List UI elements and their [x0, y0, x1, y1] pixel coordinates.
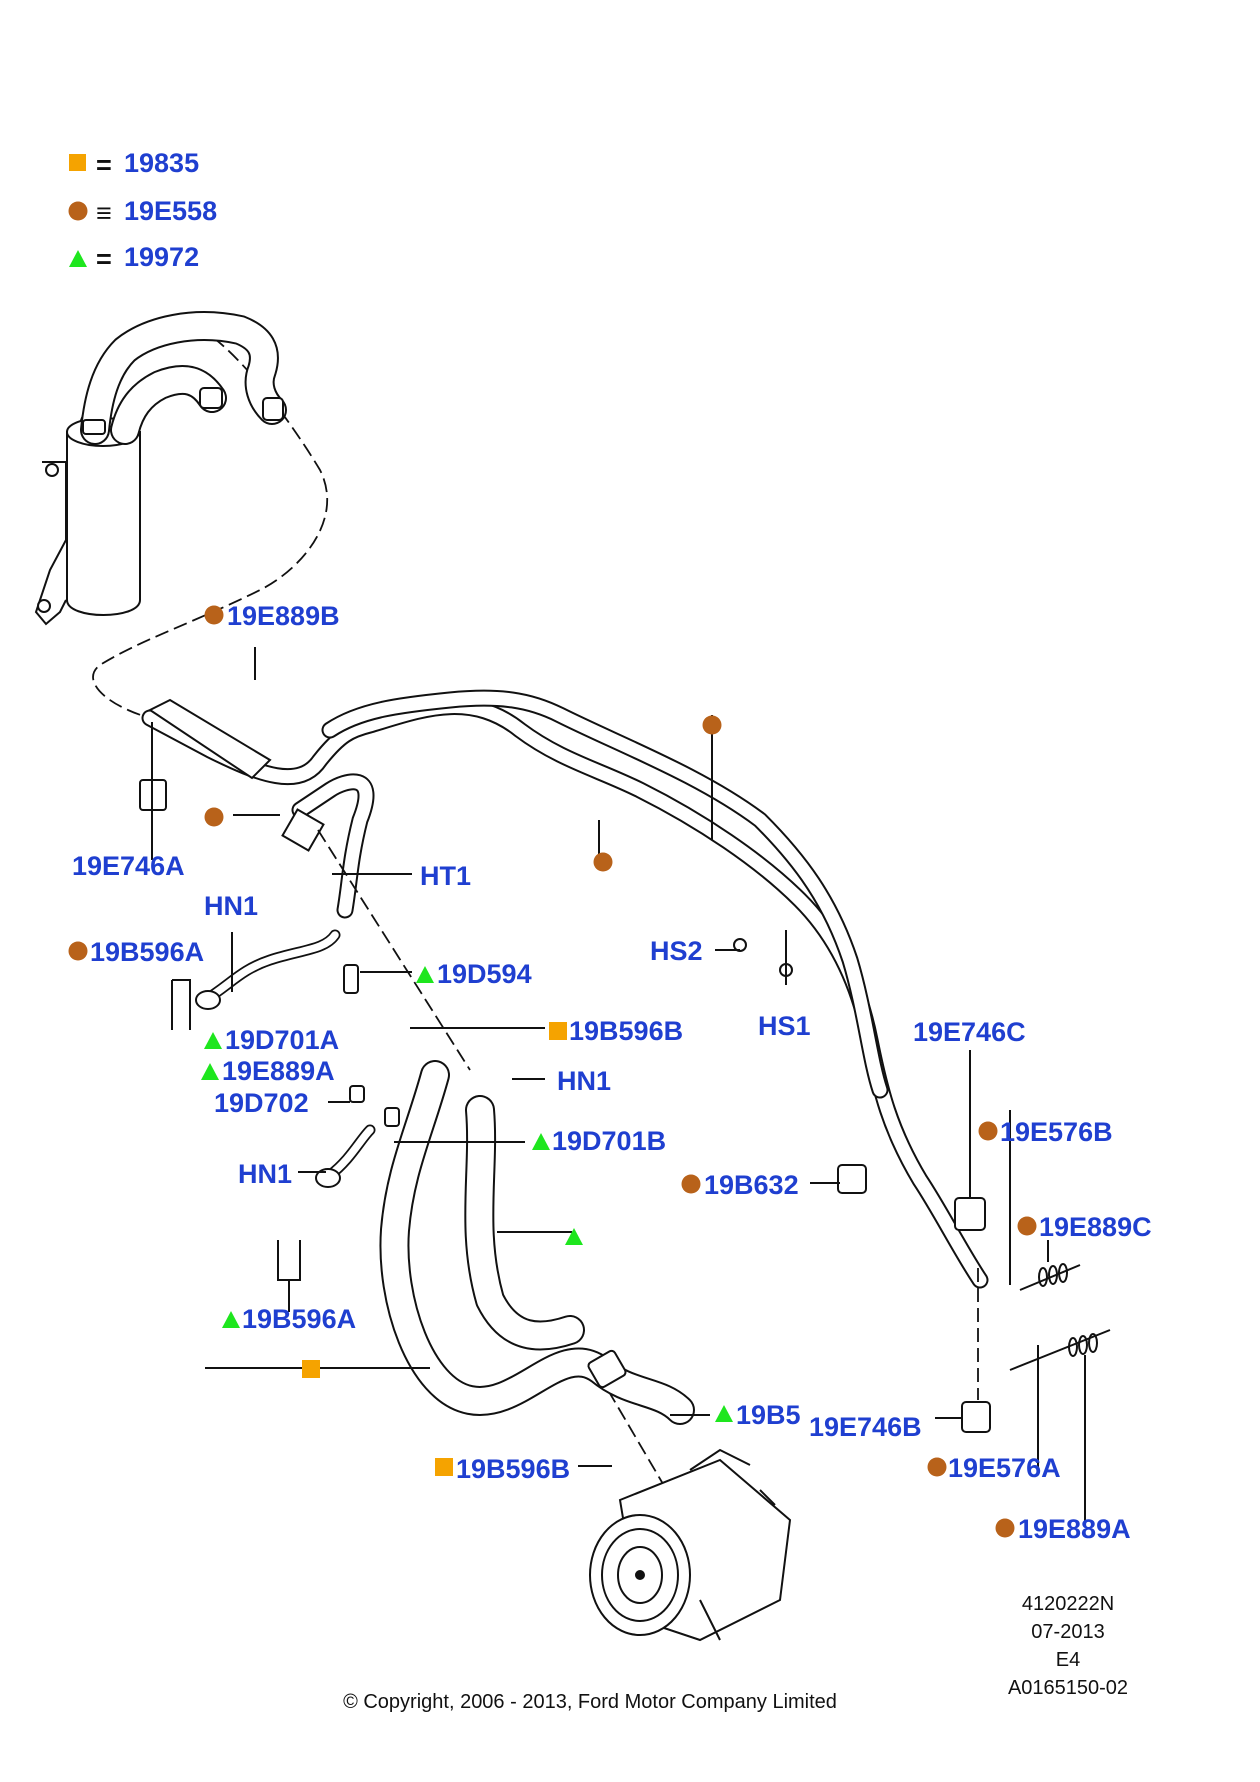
brown-circle-icon: [978, 1121, 998, 1141]
suction-line: [141, 698, 989, 1289]
label-19D701B: 19D701B: [552, 1126, 666, 1156]
legend-row-square: = 19835: [69, 148, 199, 180]
label-19E746C: 19E746C: [913, 1017, 1026, 1047]
label-HS1: HS1: [758, 1011, 811, 1041]
illustration-id: A0165150-02: [1008, 1677, 1128, 1699]
green-triangle-icon: [222, 1311, 240, 1328]
brown-circle-icon: [68, 201, 88, 221]
label-19D702: 19D702: [214, 1088, 309, 1118]
part-number: 4120222N: [1022, 1593, 1114, 1615]
legend-code: 19972: [124, 242, 199, 272]
label-19E746A: 19E746A: [72, 851, 185, 881]
brown-circle-icon: [927, 1457, 947, 1477]
green-triangle-icon: [565, 1228, 583, 1245]
bracket-19E746C: [954, 1197, 986, 1231]
label-19B596A: 19B596A: [90, 937, 204, 967]
green-triangle-icon: [532, 1133, 550, 1150]
accumulator-dashed-outline: [65, 316, 328, 719]
label-HN1: HN1: [238, 1159, 292, 1189]
legend-row-triangle: = 19972: [69, 242, 199, 274]
muffler: [148, 698, 325, 852]
hn1-hose-lower: [315, 1124, 376, 1188]
bracket-19E746B: [961, 1401, 991, 1433]
label-19E889A: 19E889A: [1018, 1514, 1131, 1544]
discharge-hose: [379, 1060, 695, 1425]
label-HN1: HN1: [557, 1066, 611, 1096]
legend: = 19835 ≡ 19E558 = 19972: [68, 148, 217, 274]
o-rings-19E889C: [1038, 1263, 1068, 1287]
label-HT1: HT1: [420, 861, 471, 891]
brown-circle-icon: [681, 1174, 701, 1194]
callout-symbols: [68, 605, 1037, 1538]
brown-circle-icon: [204, 605, 224, 625]
label-19E576B: 19E576B: [1000, 1117, 1113, 1147]
accumulator-canister: [34, 417, 141, 626]
leader-lines: [151, 647, 1086, 1525]
copyright-notice: © Copyright, 2006 - 2013, Ford Motor Com…: [343, 1691, 837, 1713]
green-triangle-icon: [204, 1032, 222, 1049]
label-19E576A: 19E576A: [948, 1453, 1061, 1483]
brown-circle-icon: [702, 715, 722, 735]
label-19B5: 19B5: [736, 1400, 801, 1430]
assembly-axis: [317, 829, 471, 1071]
accumulator-assembly: [34, 311, 328, 719]
revision-code: E4: [1056, 1649, 1080, 1671]
legend-code: 19835: [124, 148, 199, 178]
green-triangle-icon: [69, 250, 87, 267]
label-19B596B: 19B596B: [569, 1016, 683, 1046]
legend-row-circle: ≡ 19E558: [68, 196, 217, 228]
green-triangle-icon: [201, 1063, 219, 1080]
legend-sign: =: [96, 150, 112, 180]
brown-circle-icon: [995, 1518, 1015, 1538]
label-19B596B: 19B596B: [456, 1454, 570, 1484]
joint-19D701B: [384, 1107, 400, 1127]
orange-square-icon: [549, 1022, 567, 1040]
orange-square-icon: [302, 1360, 320, 1378]
document-info: 4120222N 07-2013 E4 A0165150-02 © Copyri…: [343, 1593, 1128, 1713]
orange-square-icon: [69, 154, 86, 171]
legend-sign: =: [96, 244, 112, 274]
orange-square-icon: [435, 1458, 453, 1476]
valve-19D594: [343, 964, 359, 994]
legend-code: 19E558: [124, 196, 217, 226]
brown-circle-icon: [1017, 1216, 1037, 1236]
part-labels: 19E889B 19E746A HT1 HN1 19B596A 19D594 1…: [72, 601, 1152, 1544]
label-HS2: HS2: [650, 936, 703, 966]
label-19D701A: 19D701A: [225, 1025, 339, 1055]
compressor: [589, 1448, 792, 1642]
label-19E889B: 19E889B: [227, 601, 340, 631]
date-code: 07-2013: [1031, 1621, 1104, 1643]
brown-circle-icon: [593, 852, 613, 872]
liquid-line: [321, 689, 889, 1099]
label-HN1: HN1: [204, 891, 258, 921]
hn1-hose: [195, 929, 341, 1010]
green-triangle-icon: [715, 1405, 733, 1422]
cap-19D702: [349, 1085, 365, 1103]
brown-circle-icon: [204, 807, 224, 827]
label-19E889A: 19E889A: [222, 1056, 335, 1086]
green-triangle-icon: [416, 966, 434, 983]
clip-19B632: [837, 1164, 867, 1194]
label-19E746B: 19E746B: [809, 1412, 922, 1442]
label-19B632: 19B632: [704, 1170, 799, 1200]
label-19D594: 19D594: [437, 959, 532, 989]
label-19E889C: 19E889C: [1039, 1212, 1152, 1242]
legend-sign: ≡: [96, 198, 112, 228]
label-19B596A: 19B596A: [242, 1304, 356, 1334]
brown-circle-icon: [68, 941, 88, 961]
